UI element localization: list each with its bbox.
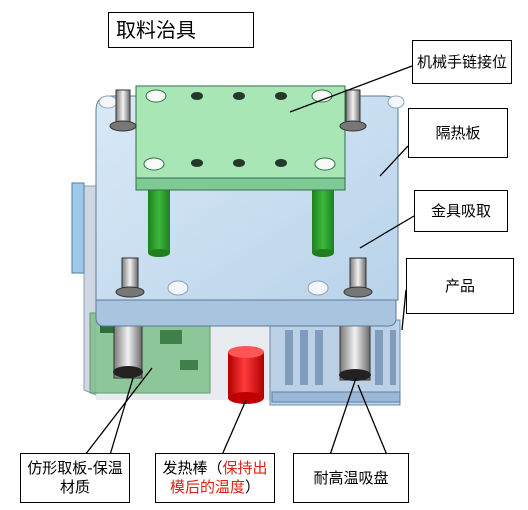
- heater-rod-close: ）: [245, 478, 261, 496]
- leader-suction-cup-1: [329, 377, 357, 456]
- leader-heater-rod: [221, 399, 247, 456]
- heater-rod-note: 保持出模后的温度: [169, 459, 268, 496]
- callout-heater-rod: 发热棒（保持出模后的温度）: [155, 453, 275, 503]
- heater-rod-label: 发热棒（: [162, 459, 223, 477]
- bolt-bottom-right: [343, 257, 373, 298]
- bolt-top-right: [339, 89, 367, 132]
- leader-insulation-plate: [379, 145, 409, 177]
- heater-rod: [228, 346, 264, 404]
- leader-product: [401, 289, 407, 331]
- callout-insulation-plate: 隔热板: [408, 108, 508, 158]
- diagram-title: 取料治具: [108, 12, 254, 48]
- callout-profile-plate: 仿形取板-保温材质: [20, 453, 130, 503]
- leader-profile-plate-2: [109, 377, 134, 456]
- leader-profile-plate-1: [84, 367, 153, 456]
- leader-robot-arm-mount: [289, 65, 413, 113]
- bolt-top-left: [109, 89, 137, 132]
- leader-suction-cup-2: [357, 384, 388, 456]
- callout-product: 产品: [406, 258, 514, 314]
- callout-suction-cup: 耐高温吸盘: [293, 453, 409, 503]
- robot-arm-mount-plate: [135, 85, 346, 191]
- support-pillar-left: [148, 185, 170, 257]
- callout-robot-arm-mount: 机械手链接位: [412, 40, 512, 84]
- callout-gripper: 金具吸取: [414, 190, 508, 232]
- bolt-bottom-left: [115, 257, 145, 298]
- support-pillar-right: [312, 185, 334, 257]
- leader-gripper: [359, 215, 415, 249]
